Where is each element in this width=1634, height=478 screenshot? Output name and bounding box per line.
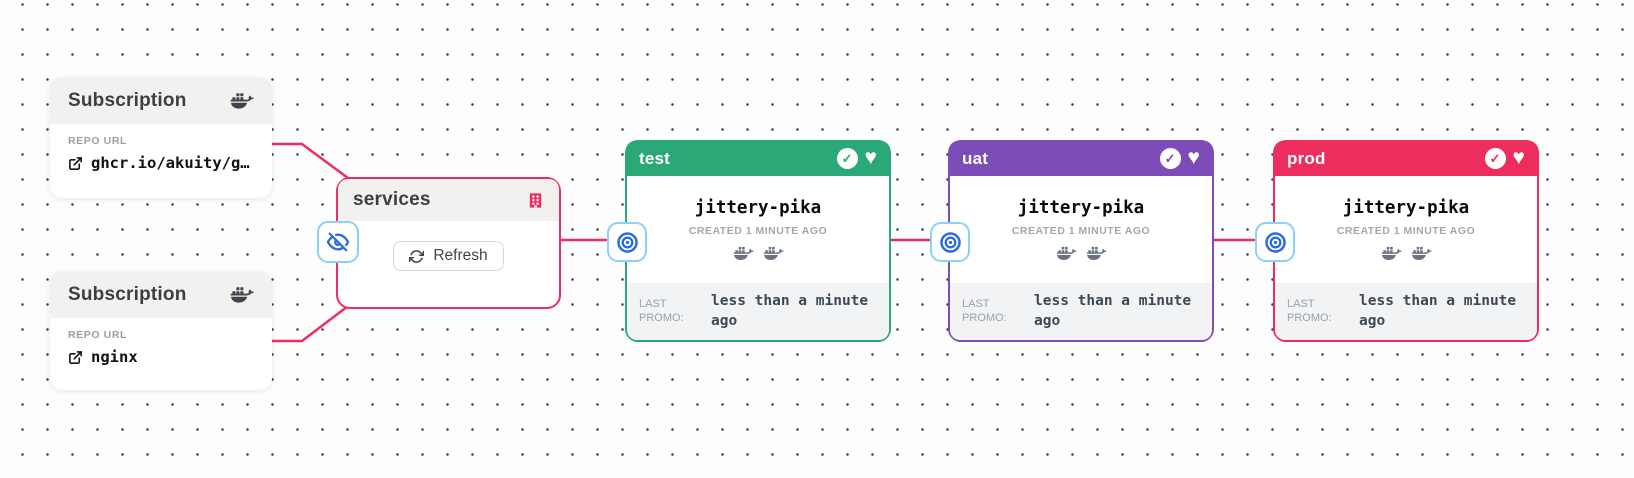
freight-node-uat[interactable]	[930, 222, 970, 262]
edge-subscription2-warehouse	[272, 302, 353, 343]
last-promo-value: less than a minute ago	[1359, 292, 1517, 329]
stage-card-uat[interactable]: uat ✓ ♥ jittery-pika CREATED 1 MINUTE AG…	[948, 140, 1214, 342]
docker-icon	[1381, 246, 1402, 261]
last-promo-value: less than a minute ago	[711, 292, 869, 329]
stage-name: test	[639, 148, 671, 168]
stage-name: prod	[1287, 148, 1326, 168]
freight-name: jittery-pika	[1017, 197, 1145, 218]
bullseye-icon	[939, 231, 962, 254]
stage-body: jittery-pika CREATED 1 MINUTE AGO	[950, 175, 1212, 283]
docker-icon	[1411, 246, 1432, 261]
freight-created-label: CREATED 1 MINUTE AGO	[1011, 224, 1151, 237]
repo-url-label: REPO URL	[68, 329, 128, 341]
bullseye-icon	[1264, 231, 1287, 254]
last-promo-value: less than a minute ago	[1034, 292, 1192, 329]
stage-header: uat ✓ ♥	[949, 141, 1213, 176]
health-check-icon: ✓	[836, 148, 858, 169]
warehouse-header: services	[338, 179, 559, 221]
heart-icon: ♥	[864, 146, 877, 169]
freight-created-label: CREATED 1 MINUTE AGO	[688, 224, 828, 237]
docker-icon	[1086, 246, 1107, 261]
repo-url-link[interactable]: nginx	[68, 348, 254, 366]
warehouse-card[interactable]: services Refresh	[336, 177, 561, 309]
docker-icon	[230, 286, 254, 304]
stage-footer: LAST PROMO: less than a minute ago	[950, 283, 1212, 340]
last-promo-label: LAST PROMO:	[639, 297, 684, 324]
hide-subscriptions-toggle[interactable]	[317, 221, 359, 263]
stage-header: test ✓ ♥	[626, 141, 890, 176]
last-promo-label: LAST PROMO:	[962, 297, 1007, 324]
external-link-icon	[68, 350, 83, 365]
refresh-button[interactable]: Refresh	[393, 241, 504, 271]
docker-icon	[763, 246, 784, 261]
stage-footer: LAST PROMO: less than a minute ago	[1275, 283, 1537, 340]
stage-header: prod ✓ ♥	[1274, 141, 1538, 176]
edge-subscription1-warehouse	[272, 142, 353, 183]
repo-url-value: nginx	[91, 348, 138, 366]
heart-icon: ♥	[1512, 146, 1525, 169]
subscription-header: Subscription	[50, 78, 272, 124]
docker-icon	[733, 246, 754, 261]
stage-card-test[interactable]: test ✓ ♥ jittery-pika CREATED 1 MINUTE A…	[625, 140, 891, 342]
freight-artifacts	[1056, 246, 1107, 261]
warehouse-title: services	[353, 189, 431, 210]
subscription-title: Subscription	[68, 90, 187, 111]
repo-url-link[interactable]: ghcr.io/akuity/g…	[68, 154, 254, 172]
stage-body: jittery-pika CREATED 1 MINUTE AGO	[1275, 175, 1537, 283]
building-icon	[527, 192, 544, 209]
subscription-body: REPO URL ghcr.io/akuity/g…	[50, 124, 272, 172]
repo-url-label: REPO URL	[68, 135, 128, 147]
docker-icon	[230, 92, 254, 110]
freight-node-test[interactable]	[607, 222, 647, 262]
freight-created-label: CREATED 1 MINUTE AGO	[1336, 224, 1476, 237]
stage-body: jittery-pika CREATED 1 MINUTE AGO	[627, 175, 889, 283]
repo-url-value: ghcr.io/akuity/g…	[91, 154, 250, 172]
subscription-header: Subscription	[50, 272, 272, 318]
heart-icon: ♥	[1187, 146, 1200, 169]
freight-artifacts	[1381, 246, 1432, 261]
last-promo-label: LAST PROMO:	[1287, 297, 1332, 324]
docker-icon	[1056, 246, 1077, 261]
subscription-card[interactable]: Subscription REPO URL nginx	[50, 272, 272, 390]
freight-node-prod[interactable]	[1255, 222, 1295, 262]
refresh-icon	[409, 249, 424, 264]
freight-name: jittery-pika	[694, 197, 822, 218]
freight-name: jittery-pika	[1342, 197, 1470, 218]
subscription-body: REPO URL nginx	[50, 318, 272, 366]
refresh-label: Refresh	[433, 247, 488, 264]
warehouse-body: Refresh	[338, 221, 559, 291]
stage-name: uat	[962, 148, 989, 168]
bullseye-icon	[616, 231, 639, 254]
freight-artifacts	[733, 246, 784, 261]
subscription-card[interactable]: Subscription REPO URL ghcr.io/akuity/g…	[50, 78, 272, 198]
external-link-icon	[68, 156, 83, 171]
stage-card-prod[interactable]: prod ✓ ♥ jittery-pika CREATED 1 MINUTE A…	[1273, 140, 1539, 342]
subscription-title: Subscription	[68, 284, 187, 305]
health-check-icon: ✓	[1484, 148, 1506, 169]
stage-footer: LAST PROMO: less than a minute ago	[627, 283, 889, 340]
health-check-icon: ✓	[1159, 148, 1181, 169]
eye-slash-icon	[327, 231, 349, 253]
